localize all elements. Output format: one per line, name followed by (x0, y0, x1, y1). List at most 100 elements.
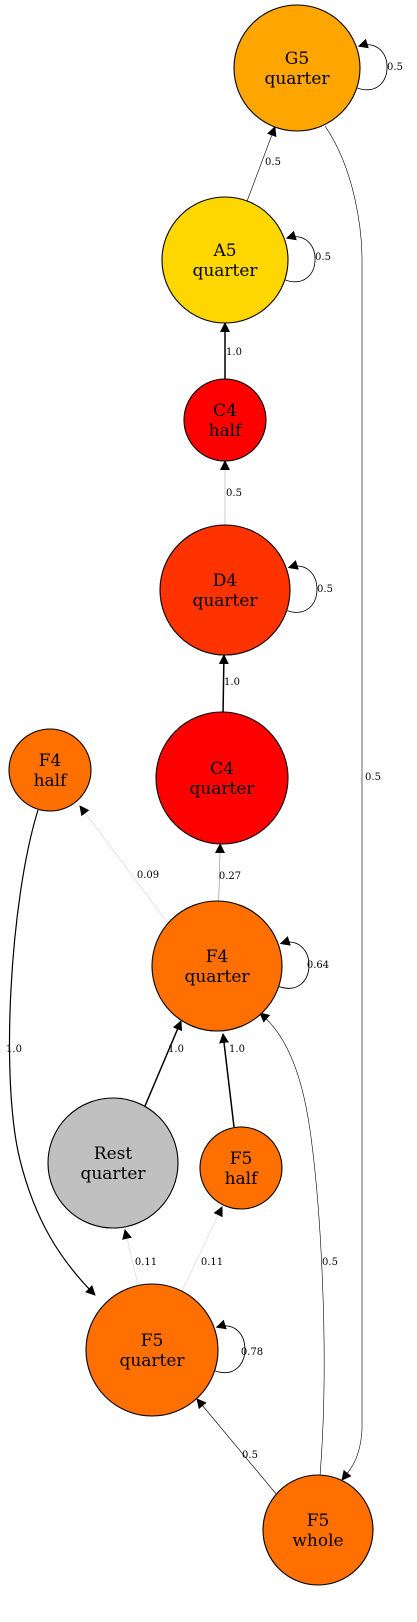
edge-Rest_quarter-to-F4_quarter: 1.0 (144, 1020, 184, 1107)
edge-weight-label: 0.64 (307, 960, 329, 971)
node-circle (85, 1283, 219, 1417)
node-circle (183, 378, 267, 462)
edge-weight-label: 1.0 (224, 677, 240, 688)
edge-weight-label: 1.0 (229, 1044, 245, 1055)
edge-line (8, 809, 96, 1296)
node-duration-label: quarter (80, 1164, 146, 1184)
node-pitch-label: G5 (285, 49, 309, 69)
edge-C4_quarter-to-D4_quarter: 1.0 (218, 653, 240, 713)
node-pitch-label: F5 (307, 1511, 330, 1531)
edge-weight-label: 1.0 (168, 1044, 184, 1055)
node-circle (262, 1474, 374, 1586)
edge-G5_quarter-to-G5_quarter: 0.5 (356, 38, 403, 91)
edge-F5_half-to-F4_quarter: 1.0 (219, 1033, 245, 1128)
edge-line (122, 1229, 139, 1286)
node-duration-label: whole (292, 1531, 343, 1551)
edge-line (284, 230, 316, 283)
node-pitch-label: F4 (39, 751, 62, 771)
edge-line (79, 805, 168, 923)
edge-F4_quarter-to-F4_quarter: 0.64 (278, 936, 329, 989)
edge-weight-label: 0.09 (137, 870, 159, 881)
edge-D4_quarter-to-D4_quarter: 0.5 (286, 560, 333, 613)
edge-weight-label: 0.5 (322, 1257, 338, 1268)
edge-D4_quarter-to-C4_half: 0.5 (220, 460, 242, 525)
node-pitch-label: F4 (206, 947, 229, 967)
edge-line (278, 936, 310, 989)
node-pitch-label: D4 (213, 571, 237, 591)
node-circle (151, 900, 283, 1032)
edge-weight-label: 0.5 (317, 584, 333, 595)
node-duration-label: quarter (192, 591, 258, 611)
edge-F4_half-to-F5_quarter: 1.0 (6, 809, 96, 1296)
node-duration-label: quarter (184, 967, 250, 987)
edge-F5_quarter-to-Rest_quarter: 0.11 (122, 1229, 157, 1286)
node-duration-label: half (225, 1169, 260, 1189)
edge-F4_quarter-to-C4_quarter: 0.27 (215, 842, 241, 902)
edge-A5_quarter-to-G5_quarter: 0.5 (246, 126, 281, 202)
node-pitch-label: F5 (230, 1149, 253, 1169)
edge-line (259, 1012, 325, 1477)
edge-weight-label: 0.27 (219, 871, 241, 882)
edge-weight-label: 0.5 (315, 252, 331, 263)
node-pitch-label: F5 (141, 1331, 164, 1351)
edge-G5_quarter-to-F5_whole: 0.5 (324, 125, 381, 1481)
edge-weight-label: 0.5 (226, 488, 242, 499)
node-circle (199, 1126, 283, 1210)
node-duration-label: quarter (119, 1351, 185, 1371)
node-circle (47, 1097, 179, 1229)
node-pitch-label: C4 (213, 401, 237, 421)
node-duration-label: quarter (192, 261, 258, 281)
node-circle (155, 711, 289, 845)
edge-line (246, 126, 277, 202)
edge-F5_quarter-to-F5_quarter: 0.78 (214, 1319, 263, 1374)
edge-line (144, 1020, 183, 1107)
edge-line (214, 1319, 246, 1374)
edge-F5_whole-to-F5_quarter: 0.5 (196, 1398, 278, 1496)
edge-line (286, 560, 318, 613)
edge-line (219, 1033, 235, 1128)
node-circle (233, 4, 361, 132)
node-circle (161, 196, 289, 324)
edge-line (218, 653, 229, 713)
edge-C4_half-to-A5_quarter: 1.0 (220, 322, 242, 379)
node-duration-label: half (34, 771, 69, 791)
edge-weight-label: 0.5 (242, 1450, 258, 1461)
edge-weight-label: 1.0 (6, 1044, 22, 1055)
edge-weight-label: 0.5 (387, 62, 403, 73)
edges-layer: 0.5 0.5 0.5 1.0 0.5 0.5 1.0 0.5 0.09 0.27 0.64 1.0 1… (6, 38, 403, 1496)
edge-F4_quarter-to-F4_half: 0.09 (79, 805, 168, 923)
edge-weight-label: 0.11 (135, 1257, 157, 1268)
edge-F5_quarter-to-F5_half: 0.11 (181, 1206, 223, 1292)
edge-line (356, 38, 388, 91)
edge-weight-label: 0.11 (201, 1257, 223, 1268)
node-pitch-label: C4 (210, 759, 234, 779)
node-circle (8, 728, 92, 812)
edge-line (181, 1206, 223, 1292)
nodes-layer: G5quarterA5quarterC4halfD4quarterC4quart… (8, 4, 374, 1586)
edge-line (215, 842, 226, 902)
edge-weight-label: 0.78 (241, 1347, 263, 1358)
edge-weight-label: 0.5 (265, 157, 281, 168)
edge-A5_quarter-to-A5_quarter: 0.5 (284, 230, 331, 283)
edge-line (196, 1398, 278, 1496)
edge-weight-label: 0.5 (365, 772, 381, 783)
edge-F5_whole-to-F4_quarter: 0.5 (259, 1012, 338, 1477)
node-duration-label: quarter (189, 779, 255, 799)
node-pitch-label: A5 (212, 241, 236, 261)
edge-weight-label: 1.0 (226, 347, 242, 358)
edge-line (324, 125, 363, 1481)
node-pitch-label: Rest (94, 1144, 133, 1164)
node-circle (159, 524, 291, 656)
